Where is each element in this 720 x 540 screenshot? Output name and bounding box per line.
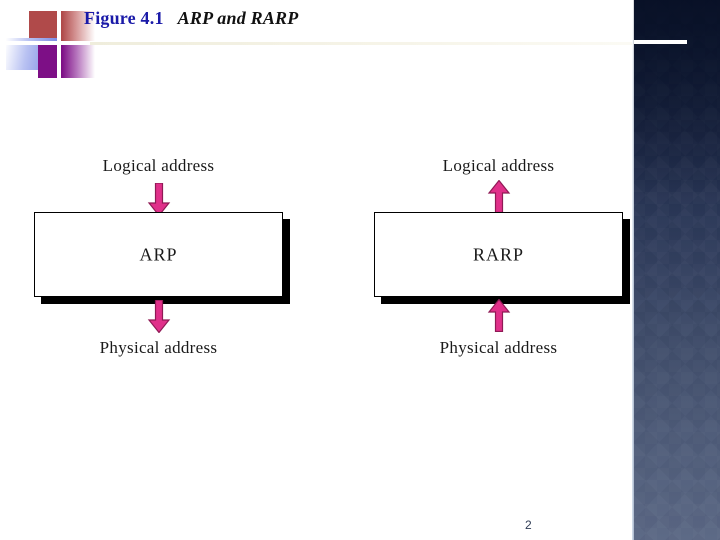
figure-label: Figure 4.1 (84, 8, 164, 28)
arp-top-label: Logical address (102, 156, 215, 175)
sidebar-white-accent-rule (634, 40, 687, 44)
figure-caption: ARP and RARP (177, 8, 299, 28)
sidebar-top-shade (633, 0, 720, 200)
title-divider-rule (90, 42, 632, 45)
rarp-box-label: RARP (472, 244, 525, 264)
decor-vertical-white-bar (57, 0, 61, 90)
arp-box: ARP (34, 212, 283, 297)
rarp-bottom-label: Physical address (439, 338, 558, 357)
decor-horizontal-white-bar (6, 41, 95, 45)
slide-title: Figure 4.1 ARP and RARP (84, 8, 298, 36)
page-number: 2 (525, 518, 532, 532)
rarp-box: RARP (374, 212, 623, 297)
diagram-area: Logical address ARP Physical address Log… (34, 156, 623, 357)
decor-purple-fade-block (62, 44, 95, 78)
sidebar-left-edge-line (632, 0, 634, 540)
arrow-down-icon (147, 300, 171, 338)
rarp-top-label: Logical address (442, 156, 555, 175)
arrow-down-icon (147, 183, 171, 221)
arp-box-label: ARP (139, 244, 178, 264)
arrow-up-icon (487, 299, 511, 337)
arp-bottom-label: Physical address (99, 338, 218, 357)
decor-red-fade-block (62, 11, 95, 44)
